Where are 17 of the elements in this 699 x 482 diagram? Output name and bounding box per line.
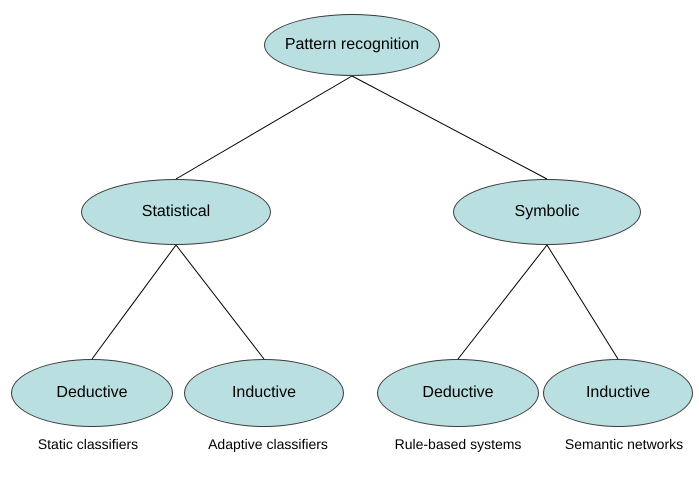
node-label: Statistical xyxy=(142,202,210,222)
caption-text: Adaptive classifiers xyxy=(208,436,328,452)
connector-line xyxy=(92,244,176,360)
node-label: Deductive xyxy=(56,383,128,403)
node-label: Inductive xyxy=(586,383,650,403)
node-label: Symbolic xyxy=(514,202,580,222)
connector-line xyxy=(176,244,264,360)
caption-text: Static classifiers xyxy=(38,436,138,452)
node-label: Pattern recognition xyxy=(284,35,420,55)
caption-text: Semantic networks xyxy=(564,436,684,452)
caption-text: Rule-based systems xyxy=(394,436,522,452)
connector-line xyxy=(546,244,618,360)
node-label: Inductive xyxy=(232,383,296,403)
connector-line xyxy=(352,76,548,180)
connector-line xyxy=(458,244,548,360)
connector-line xyxy=(176,76,352,180)
node-label: Deductive xyxy=(422,383,494,403)
